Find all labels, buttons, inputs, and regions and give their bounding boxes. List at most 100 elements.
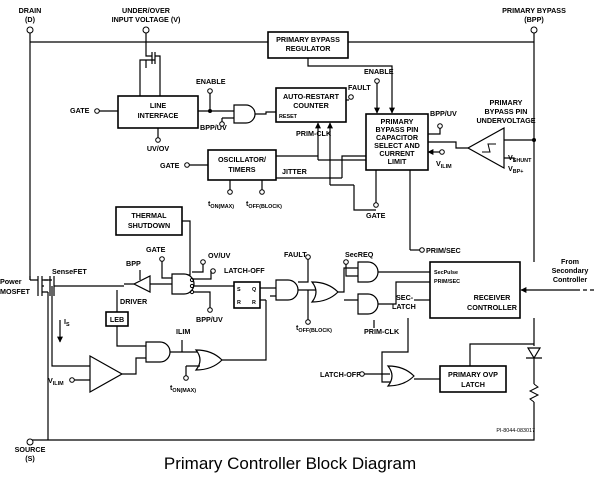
fault-label-1: FAULT <box>348 83 371 92</box>
enable-label-1: ENABLE <box>196 77 226 86</box>
enable-wire <box>198 93 234 112</box>
receiver-controller-block <box>429 261 521 319</box>
fault-node-2 <box>305 254 311 260</box>
source-pin-symbol: (S) <box>25 454 35 463</box>
sec-latch-label-2: LATCH <box>392 302 416 311</box>
inv-bubble-2 <box>189 283 195 289</box>
bppuv-wire-1 <box>221 117 234 122</box>
bpp-uv-node-2 <box>437 123 443 129</box>
capsel-label-2: BYPASS PIN <box>375 125 418 134</box>
and-gate-secreq <box>357 261 379 283</box>
capacitor-select-block <box>365 113 429 171</box>
secreq-label: SecREQ <box>345 250 374 259</box>
and-gate-fault <box>275 279 299 301</box>
secpulse-label: SecPulse <box>434 270 458 276</box>
ff-r-label: R <box>237 300 241 306</box>
from-secondary-label-3: Controller <box>553 275 588 284</box>
fault-label-2: FAULT <box>284 250 307 259</box>
and-gate-ilim <box>145 341 171 363</box>
secreq-node <box>343 259 349 265</box>
ovp-label: PRIMARY OVP <box>448 370 498 379</box>
reset-label: RESET <box>279 114 298 120</box>
ovp-label-2: LATCH <box>461 380 485 389</box>
bpp-uv-label-3: BPP/UV <box>196 315 223 324</box>
or-gate-latchoff <box>386 365 415 387</box>
ton-max-node-1 <box>227 189 233 195</box>
ov-uv-node <box>200 259 206 265</box>
uvlo-in <box>504 139 534 162</box>
oscillator-label: OSCILLATOR/ <box>218 155 266 164</box>
enable-node-1 <box>207 88 213 94</box>
inv-bubble-3 <box>189 289 195 295</box>
sensefet <box>44 276 124 296</box>
bpp-uv-node-1 <box>219 121 225 127</box>
bppuv-wire-3 <box>194 291 211 308</box>
osc-out <box>276 155 342 179</box>
auto-restart-label-2: COUNTER <box>293 101 329 110</box>
gate-label-3: GATE <box>366 211 386 220</box>
auto-restart-counter-block <box>275 87 347 123</box>
is-path <box>51 286 90 367</box>
latchoff-or-in <box>364 318 409 383</box>
line-interface-label: LINE <box>150 101 167 110</box>
fault-node-1 <box>348 94 354 100</box>
prim-sec-node <box>419 247 425 253</box>
ff-s-label: S <box>237 287 241 293</box>
v-pin-mosfet <box>139 33 161 96</box>
bpp-uv-node-3 <box>207 307 213 313</box>
fault-wire-2 <box>298 259 309 283</box>
uvlo-label-2: BYPASS PIN <box>484 107 527 116</box>
line-interface-label-2: INTERFACE <box>138 111 179 120</box>
capsel-label-1: PRIMARY <box>381 117 414 126</box>
and-gate-1 <box>233 104 256 124</box>
vbp-label: VBP+ <box>508 164 523 175</box>
oscillator-label-2: TIMERS <box>228 165 255 174</box>
driver-buffer <box>132 275 151 293</box>
junction-bpp <box>532 138 536 142</box>
uvlo-out <box>428 141 468 149</box>
ovuv-wire <box>192 264 204 273</box>
enable-node-2 <box>374 78 380 84</box>
drain-pin <box>26 26 34 34</box>
vilim-label: VILIM <box>48 376 64 387</box>
is-label: IS <box>64 317 70 328</box>
ov-uv-label: OV/UV <box>208 251 231 260</box>
from-secondary-label-2: Secondary <box>552 266 589 275</box>
bpp-uv-label-2: BPP/UV <box>430 109 457 118</box>
bypass-regulator-label: PRIMARY BYPASS <box>276 35 340 44</box>
latch-off-label-2: LATCH-OFF <box>320 370 361 379</box>
gate-label-1: GATE <box>70 106 90 115</box>
gate-wire-4 <box>161 261 172 279</box>
sr-flip-flop <box>233 281 261 309</box>
hysteresis-icon <box>482 143 496 153</box>
vilim-node-2 <box>69 377 75 383</box>
toff-block-node-1 <box>259 189 265 195</box>
power-mosfet-label-2: MOSFET <box>0 287 31 296</box>
thermal-label-2: SHUTDOWN <box>128 221 170 230</box>
capsel-label-4: SELECT AND <box>374 141 420 150</box>
capsel-label-3: CAPACITOR <box>376 133 419 142</box>
mosfet-gate-join <box>29 276 44 287</box>
gate-node-4 <box>159 256 165 262</box>
inv-bubble-1 <box>189 277 195 283</box>
drain-pin-symbol: (D) <box>25 15 36 24</box>
toff-block-label-2: tOFF(BLOCK) <box>296 323 332 334</box>
vilim-label-top: VILIM <box>436 159 452 170</box>
ton-max-label-1: tON(MAX) <box>208 199 234 210</box>
enable-label-2: ENABLE <box>364 67 394 76</box>
vshunt-label: VSHUNT <box>508 153 532 164</box>
primsec-in-label: PRIM/SEC <box>434 279 460 285</box>
capsel-in-1 <box>341 155 366 178</box>
ton-max-node-2 <box>183 375 189 381</box>
toff-block-label-1: tOFF(BLOCK) <box>246 199 282 210</box>
ton-max-label-2: tON(MAX) <box>170 383 196 394</box>
ff-r-label-2: R <box>252 300 256 306</box>
gate-node-2 <box>184 162 190 168</box>
latch-off-node-2 <box>359 371 365 377</box>
or-gate-bottom <box>194 349 223 371</box>
receiver-label-2: CONTROLLER <box>467 303 518 312</box>
uvlo-label-1: PRIMARY <box>490 98 523 107</box>
oscillator-block <box>207 149 277 181</box>
latch-off-label-1: LATCH-OFF <box>224 266 265 275</box>
